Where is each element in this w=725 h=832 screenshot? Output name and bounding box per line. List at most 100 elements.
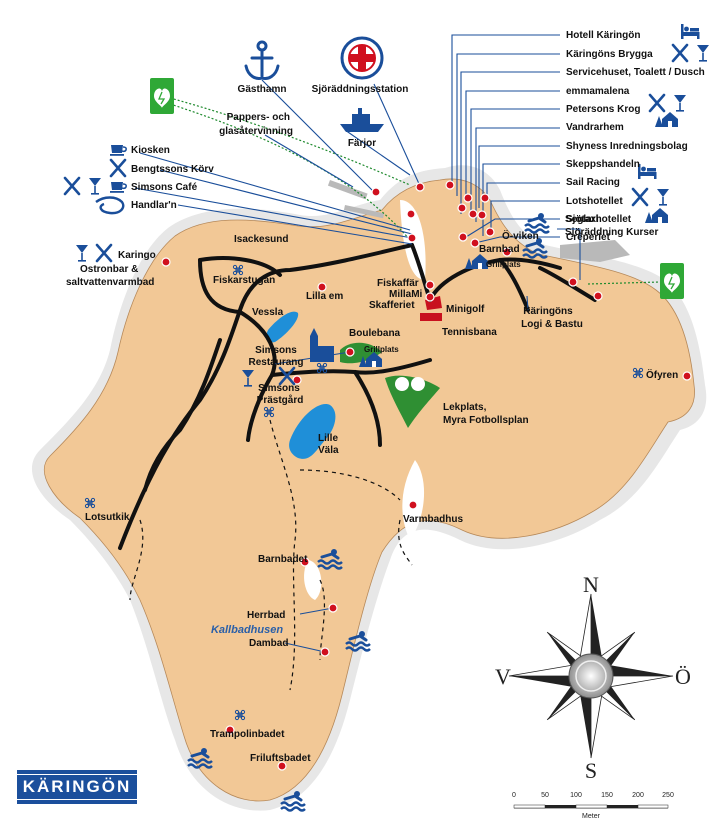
bed-icon	[638, 164, 657, 179]
label-simsons-restaurang-1: Simsons	[255, 345, 297, 356]
label-lekplats-2: Myra Fotbollsplan	[443, 415, 529, 426]
label-farjor: Färjor	[348, 138, 376, 149]
label-skafferiet: Skafferiet	[369, 300, 415, 311]
scale-bar: 0 50 100 150 200 250 Meter	[512, 792, 674, 820]
harbour-pier	[327, 180, 368, 200]
label-trampolinbadet: Trampolinbadet	[210, 729, 285, 740]
bed-icon	[681, 24, 700, 39]
label-karingons-logi-1: Käringöns	[523, 306, 573, 317]
bar-glass-icon	[697, 45, 709, 62]
label-boulebana: Boulebana	[349, 328, 401, 339]
scale-tick: 150	[601, 792, 613, 799]
label-gasthamn: Gästhamn	[238, 84, 287, 95]
footpath	[319, 579, 326, 661]
label-barnbad-top: Barnbad	[479, 244, 520, 255]
restaurant-icon	[648, 93, 666, 113]
road	[143, 338, 222, 492]
compass-east: Ö	[675, 664, 691, 689]
lake-vessla	[266, 311, 299, 343]
label-kiosken: Kiosken	[131, 145, 170, 156]
scale-tick: 200	[632, 792, 644, 799]
label-tennisbana: Tennisbana	[442, 327, 497, 338]
swimming-icon	[523, 211, 551, 234]
logo-text: KÄRINGÖN	[15, 774, 139, 800]
bay-water	[402, 460, 425, 540]
scale-tick: 250	[662, 792, 674, 799]
road	[198, 256, 282, 277]
poi-dots	[161, 180, 692, 771]
label-ofyren: Öfyren	[646, 368, 678, 381]
restaurant-icon	[109, 158, 127, 178]
ferry-icon	[340, 108, 384, 132]
label-karingons-logi-2: Logi & Bastu	[521, 319, 583, 330]
label-isackesund: Isackesund	[234, 234, 288, 245]
label-o-viken: Ö-viken	[502, 229, 539, 242]
label-sjotaxi: Sjötaxi	[566, 214, 599, 225]
label-barnbadet: Barnbadet	[258, 554, 308, 565]
label-lekplats-1: Lekplats,	[443, 402, 487, 413]
church-icon	[310, 328, 334, 362]
label-pappers-2: glasåtervinning	[219, 125, 293, 137]
harbour-pier	[343, 205, 385, 219]
label-skeppshandeln: Skeppshandeln	[566, 159, 640, 170]
aed-icon	[150, 78, 174, 114]
label-lille-vala-1: Lille	[318, 433, 338, 444]
aed-leader	[587, 281, 661, 285]
karingon-logo: KÄRINGÖN	[15, 770, 139, 804]
post-horn-icon	[95, 196, 125, 215]
restaurant-icon	[631, 187, 649, 207]
restaurant-icon	[95, 243, 113, 263]
road	[353, 370, 382, 447]
footpath	[129, 519, 144, 601]
hostel-icon	[655, 112, 678, 127]
bar-glass-icon	[89, 178, 101, 195]
label-servicehuset: Servicehuset, Toalett / Dusch	[566, 67, 705, 78]
road	[498, 258, 530, 312]
label-lotshotellet: Lotshotellet	[566, 196, 623, 207]
label-karingons-brygga: Käringöns Brygga	[566, 49, 653, 60]
label-seglarhotellet: Seglarhotellet	[565, 214, 632, 225]
label-grillplats-mid: Grillplats	[364, 345, 399, 354]
bar-glass-icon	[674, 95, 686, 112]
scale-tick: 100	[570, 792, 582, 799]
label-hotell-karingon: Hotell Käringön	[566, 30, 640, 41]
hostel-icon	[645, 208, 668, 223]
label-simsons-prastgard-1: Simsons	[258, 383, 300, 394]
harbour-pier	[560, 240, 630, 262]
bar-glass-icon	[657, 189, 669, 206]
label-sail-racing: Sail Racing	[566, 177, 620, 188]
label-kallbadhusen: Kallbadhusen	[211, 624, 283, 636]
label-bengtssons-korv: Bengtssons Körv	[131, 164, 214, 175]
cafe-cup-icon	[109, 181, 127, 194]
label-varmbadhus: Varmbadhus	[403, 514, 463, 525]
rescue-station-icon	[340, 36, 384, 80]
label-sjoraddning-kurser: Sjöräddning Kurser	[565, 227, 658, 238]
label-pappers-1: Pappers- och	[227, 112, 290, 123]
label-vessla: Vessla	[252, 307, 284, 318]
label-shyness: Shyness Inredningsbolag	[566, 141, 688, 152]
label-sjoraddningsstation: Sjöräddningsstation	[312, 84, 409, 95]
label-simsons-restaurang-2: Restaurang	[248, 357, 303, 368]
label-lilla-em: Lilla em	[306, 291, 343, 302]
playground-icon	[395, 377, 425, 391]
aed-icon	[660, 263, 684, 299]
cafe-cup-icon	[109, 144, 127, 157]
label-friluftsbadet: Friluftsbadet	[250, 753, 311, 764]
lake-lille-vala	[289, 404, 336, 459]
island-land	[44, 178, 695, 802]
scale-tick: 50	[541, 792, 549, 799]
label-simsons-cafe: Simsons Café	[131, 182, 198, 193]
label-dambad: Dambad	[249, 638, 288, 649]
compass-west: V	[495, 664, 511, 689]
tennisbana-area	[420, 313, 442, 321]
label-petersons-krog: Petersons Krog	[566, 104, 640, 115]
scale-tick: 0	[512, 792, 516, 799]
road	[198, 258, 242, 314]
label-fiskaffar: Fiskaffär	[377, 278, 419, 289]
leader-lines	[134, 34, 581, 653]
label-grillplats-top: Grillplats	[486, 260, 521, 269]
bay-water	[304, 560, 322, 600]
label-millami: MillaMi	[389, 289, 423, 300]
footpath	[299, 469, 401, 501]
